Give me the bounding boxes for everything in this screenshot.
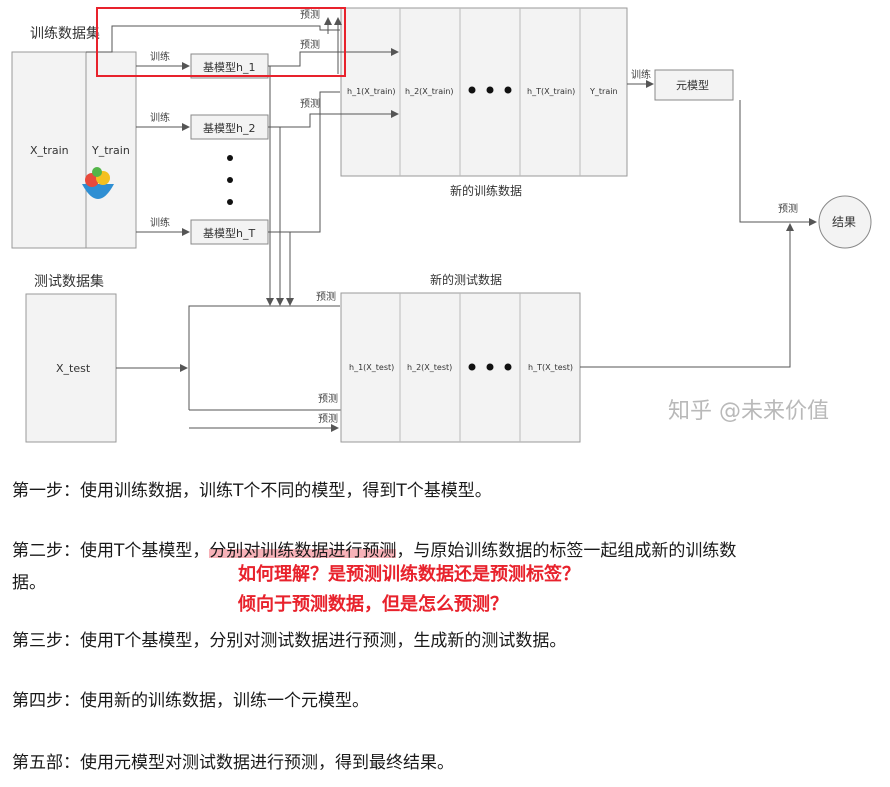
new-train-col-y: Y_train [589, 87, 618, 96]
question-1: 如何理解？是预测训练数据还是预测标签？ [238, 564, 580, 585]
result-circle [818, 195, 872, 249]
new-train-col-2: h_2(X_train) [405, 87, 454, 96]
predict-label-t1: 预测 [316, 290, 336, 303]
meta-model-box [654, 69, 734, 101]
new-test-col-t: h_T(X_test) [528, 363, 573, 372]
x-train-label: X_train [30, 144, 69, 157]
fruit-bowl-icon [82, 167, 114, 199]
train-set-label: 训练数据集 [30, 25, 100, 42]
step-4: 第四步：使用新的训练数据，训练一个元模型。 [12, 691, 369, 711]
step-2: 第二步：使用T个基模型，分别对训练数据进行预测，与原始训练数据的标签一起组成新的… [12, 538, 736, 564]
base-model-2-label: 基模型h_2 [203, 121, 255, 135]
step-2-line2: 据。 [12, 573, 46, 593]
step-5: 第五部：使用元模型对测试数据进行预测，得到最终结果。 [12, 753, 454, 773]
step-2-prefix: 第二步：使用T个基模型， [12, 541, 210, 561]
base-model-t-label: 基模型h_T [203, 226, 255, 240]
new-test-col-2: h_2(X_test) [407, 363, 452, 372]
step-1: 第一步：使用训练数据，训练T个不同的模型，得到T个基模型。 [12, 481, 492, 501]
horizontal-ellipsis-train [468, 86, 512, 94]
predict-label-t3: 预测 [318, 412, 338, 425]
x-test-block [25, 293, 117, 443]
new-train-col-1: h_1(X_train) [347, 87, 396, 96]
horizontal-ellipsis-test [468, 363, 512, 371]
x-train-block [11, 51, 87, 249]
new-train-col-t: h_T(X_train) [527, 87, 575, 96]
test-set-label: 测试数据集 [34, 273, 104, 290]
meta-model-label: 元模型 [676, 78, 709, 92]
new-test-caption: 新的测试数据 [430, 272, 502, 287]
base-model-t [190, 219, 269, 245]
predict-label-t2: 预测 [318, 392, 338, 405]
y-train-label: Y_train [91, 144, 130, 157]
predict-label-2: 预测 [300, 38, 320, 51]
train-arrow-label-1: 训练 [150, 50, 170, 63]
new-test-col-1: h_1(X_test) [349, 363, 394, 372]
step-2-highlight: 分别对训练数据进行预测 [209, 541, 397, 561]
train-arrow-label-3: 训练 [150, 216, 170, 229]
step-2-suffix: ，与原始训练数据的标签一起组成新的训练数 [396, 541, 737, 561]
watermark: 知乎 @未来价值 [668, 399, 829, 424]
predict-label-meta: 预测 [778, 202, 798, 215]
new-train-panel [340, 7, 628, 177]
stacking-diagram: 训练数据集 X_train Y_train 基模型h_1 基模型h_2 基模型h… [11, 7, 872, 443]
base-model-1 [190, 53, 269, 79]
step-3: 第三步：使用T个基模型，分别对测试数据进行预测，生成新的测试数据。 [12, 631, 567, 651]
new-train-caption: 新的训练数据 [450, 183, 522, 198]
y-train-block [85, 51, 137, 249]
predict-label-3: 预测 [300, 97, 320, 110]
predict-label-1: 预测 [300, 8, 320, 21]
result-label: 结果 [832, 215, 856, 229]
highlight-box [96, 7, 346, 77]
base-model-1-label: 基模型h_1 [203, 60, 255, 74]
meta-train-label: 训练 [631, 68, 651, 81]
train-arrow-label-2: 训练 [150, 111, 170, 124]
vertical-ellipsis [227, 155, 233, 205]
question-2: 倾向于预测数据，但是怎么预测？ [238, 594, 508, 615]
x-test-label: X_test [56, 362, 91, 375]
